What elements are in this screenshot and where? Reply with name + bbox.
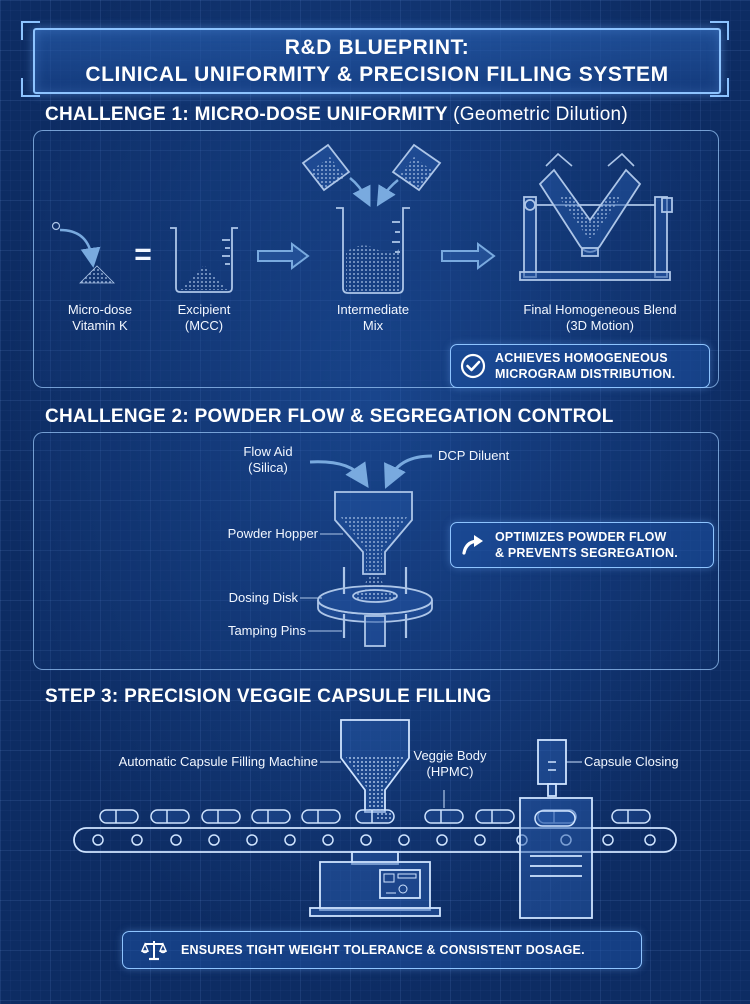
filling-hopper-powder (345, 756, 405, 810)
challenge2-callout-line2: & PREVENTS SEGREGATION. (495, 546, 678, 560)
sachet-left (301, 143, 351, 192)
flow-aid-label-line1: Flow Aid (243, 444, 293, 459)
intermediate-powder (346, 245, 400, 291)
dcp-diluent-label: DCP Diluent (438, 448, 510, 463)
balance-scale-icon (141, 941, 167, 961)
challenge2-callout-text: OPTIMIZES POWDER FLOW & PREVENTS SEGREGA… (495, 529, 678, 561)
process-arrow-2 (441, 242, 496, 270)
intermediate-label: Intermediate Mix (323, 302, 423, 334)
hopper-powder (340, 516, 408, 572)
veggie-body-label-line2: (HPMC) (426, 764, 474, 779)
final-blend-label-line2: (3D Motion) (566, 318, 634, 333)
closing-pusher (548, 761, 556, 771)
final-blend-label-line1: Final Homogeneous Blend (523, 302, 677, 317)
capsule-closing-label: Capsule Closing (584, 754, 679, 769)
excipient-label-line2: (MCC) (184, 318, 224, 333)
micro-dose-label: Micro-dose Vitamin K (60, 302, 140, 334)
powder-hopper-label: Powder Hopper (227, 526, 318, 541)
excipient-label: Excipient (MCC) (164, 302, 244, 334)
challenge1-heading: CHALLENGE 1: MICRO-DOSE UNIFORMITY (Geom… (45, 104, 628, 126)
challenge1-heading-sub: (Geometric Dilution) (453, 104, 629, 125)
step3-callout: ENSURES TIGHT WEIGHT TOLERANCE & CONSIST… (122, 931, 642, 969)
micro-dose-label-line1: Micro-dose (67, 302, 133, 317)
title-line-1: R&D BLUEPRINT: (284, 36, 470, 59)
excipient-beaker (170, 227, 238, 293)
closing-window (534, 810, 576, 827)
tamping-pins (342, 567, 408, 638)
intermediate-label-line2: Mix (362, 318, 384, 333)
control-panel-detail (383, 873, 417, 894)
title-corner-ticks (21, 21, 729, 97)
filling-capsule-powder (375, 812, 392, 821)
flow-aid-arrow (309, 460, 369, 488)
excipient-powder (180, 265, 228, 290)
step3-callout-text: ENSURES TIGHT WEIGHT TOLERANCE & CONSIST… (181, 943, 585, 957)
challenge2-heading: CHALLENGE 2: POWDER FLOW & SEGREGATION C… (45, 406, 614, 427)
check-circle-icon (460, 353, 486, 379)
micro-dose-label-line2: Vitamin K (72, 318, 128, 333)
filling-machine-base (309, 851, 441, 917)
final-blend-label: Final Homogeneous Blend (3D Motion) (510, 302, 690, 334)
title-line-2: CLINICAL UNIFORMITY & PRECISION FILLING … (85, 63, 669, 86)
curved-arrow-icon (462, 535, 483, 555)
veggie-body-label: Veggie Body (HPMC) (410, 748, 490, 780)
micro-dose-particle (51, 221, 61, 231)
sachet-right (391, 143, 442, 192)
conveyor-belt (73, 827, 677, 853)
veggie-body-label-line1: Veggie Body (413, 748, 487, 763)
equals-sign: = (134, 238, 152, 271)
excipient-label-line1: Excipient (177, 302, 231, 317)
challenge1-heading-main: CHALLENGE 1: MICRO-DOSE UNIFORMITY (45, 104, 448, 125)
challenge1-callout-line2: MICROGRAM DISTRIBUTION. (495, 367, 676, 381)
intermediate-label-line1: Intermediate (336, 302, 410, 317)
challenge2-callout: OPTIMIZES POWDER FLOW & PREVENTS SEGREGA… (450, 522, 714, 568)
v-blender (519, 168, 673, 281)
flow-aid-label: Flow Aid (Silica) (228, 444, 308, 476)
pour-arrow-right (376, 179, 399, 207)
challenge1-callout-line1: ACHIEVES HOMOGENEOUS (495, 351, 668, 365)
challenge1-callout: ACHIEVES HOMOGENEOUS MICROGRAM DISTRIBUT… (450, 344, 710, 388)
flow-aid-label-line2: (Silica) (248, 460, 288, 475)
pour-arrow-left (349, 177, 371, 207)
micro-dose-pile (79, 265, 115, 284)
dosing-disk (317, 585, 433, 623)
disk-outlet (364, 615, 386, 647)
step3-heading: STEP 3: PRECISION VEGGIE CAPSULE FILLING (45, 686, 492, 707)
title-banner: R&D BLUEPRINT: CLINICAL UNIFORMITY & PRE… (33, 28, 721, 94)
micro-dose-arrow (59, 228, 101, 268)
blender-lid-left (545, 152, 573, 167)
filling-machine-label: Automatic Capsule Filling Machine (118, 754, 318, 769)
process-arrow-1 (257, 242, 310, 270)
dcp-arrow (384, 454, 433, 489)
challenge2-callout-line1: OPTIMIZES POWDER FLOW (495, 530, 667, 544)
capsule-closing-machine (519, 739, 593, 919)
blender-lid-right (607, 152, 635, 167)
tamping-pins-label: Tamping Pins (227, 623, 306, 638)
blender-powder (558, 196, 622, 238)
challenge1-callout-text: ACHIEVES HOMOGENEOUS MICROGRAM DISTRIBUT… (495, 350, 675, 382)
dosing-disk-label: Dosing Disk (228, 590, 298, 605)
challenge2-leaders (300, 533, 343, 632)
